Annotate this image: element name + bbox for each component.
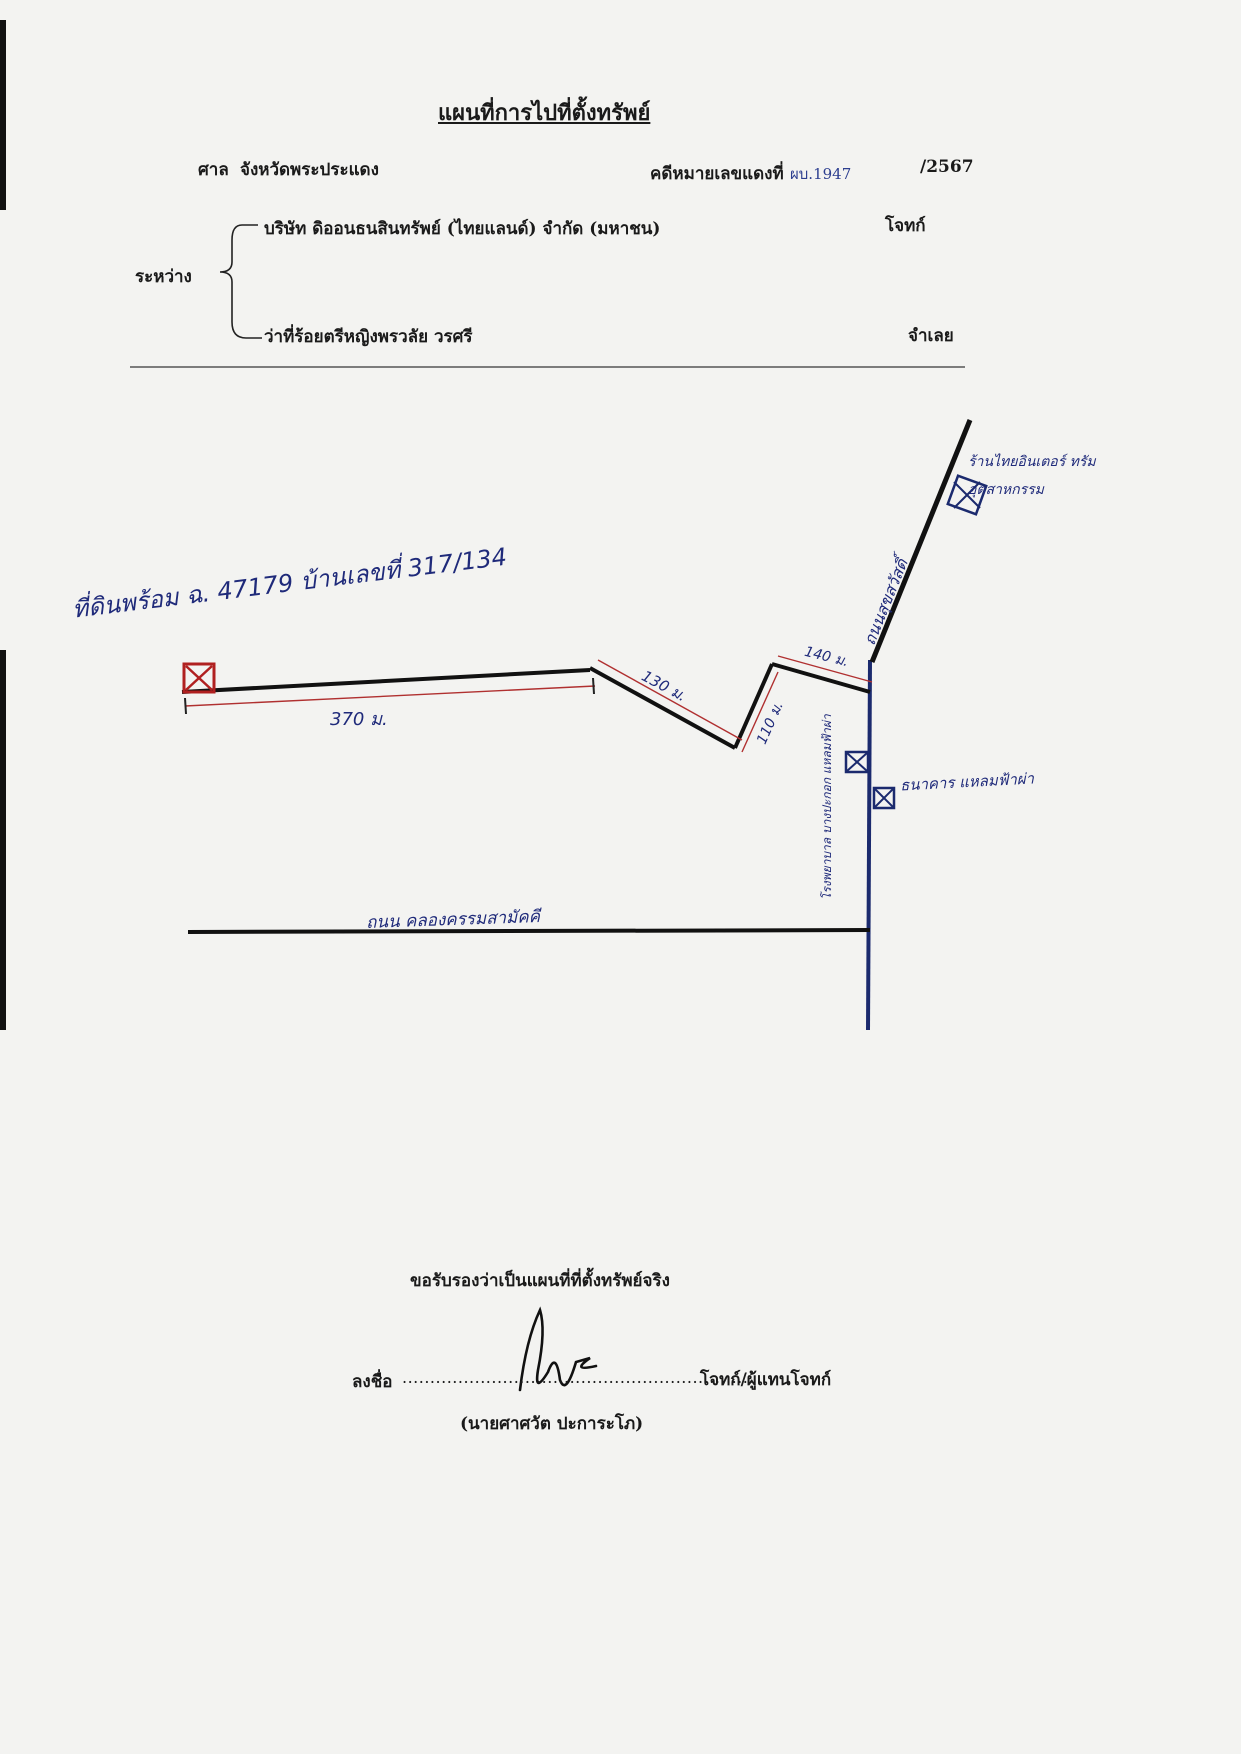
court-name: จังหวัดพระประแดง (240, 160, 379, 180)
road-bottom (187, 928, 871, 934)
road-main-vertical (866, 659, 872, 1031)
route-segment-2 (589, 666, 736, 750)
sign-label: ลงชื่อ (352, 1372, 393, 1392)
case-number: ผบ.1947 (790, 165, 852, 183)
page-title: แผนที่การไปที่ตั้งทรัพย์ (438, 100, 651, 126)
defendant-name: ว่าที่ร้อยตรีหญิงพรวลัย วรศรี (264, 327, 473, 347)
between-bracket (219, 224, 262, 339)
landmark-ne-label: ร้านไทยอินเตอร์ ทรัม อุตสาหกรรม (968, 454, 1096, 498)
sign-role: โจทก์/ผู้แทนโจทก์ (700, 1370, 832, 1390)
plaintiff-role: โจทก์ (885, 216, 926, 236)
signature-mark (518, 1306, 598, 1392)
dim-line-1 (184, 685, 596, 707)
route-segment-3 (733, 663, 774, 749)
signer-name: (นายศาศวัต ปะการะโภ) (460, 1414, 644, 1434)
road-main-diagonal (869, 419, 973, 663)
landmark-w-marker-icon (844, 750, 870, 774)
route-segment-1 (181, 668, 591, 694)
landmark-ne-marker-icon (946, 474, 988, 516)
between-label: ระหว่าง (135, 267, 192, 287)
landmark-e-marker-icon (872, 786, 896, 810)
sign-dotted-line: ........................................… (402, 1368, 754, 1387)
defendant-role: จำเลย (908, 326, 954, 346)
dim-line-4 (777, 655, 873, 683)
scan-edge-bottom (0, 650, 6, 1030)
scan-edge-top (0, 20, 6, 210)
certify-text: ขอรับรองว่าเป็นแผนที่ที่ตั้งทรัพย์จริง (410, 1271, 670, 1291)
dim-line-2 (597, 659, 743, 741)
case-label: คดีหมายเลขแดงที่ (650, 164, 784, 184)
landmark-w-label: โรงพยาบาล บางปะกอก แหลมฟ้าผ่า (820, 714, 834, 900)
dim-line-3 (741, 671, 779, 753)
route-segment-4 (771, 662, 871, 694)
property-marker-icon (182, 662, 216, 694)
court-label: ศาล (198, 160, 229, 180)
distance-label-1: 370 ม. (330, 709, 388, 730)
case-year: /2567 (920, 157, 974, 177)
plaintiff-name: บริษัท ดิออนธนสินทรัพย์ (ไทยแลนด์) จำกัด… (264, 219, 661, 239)
